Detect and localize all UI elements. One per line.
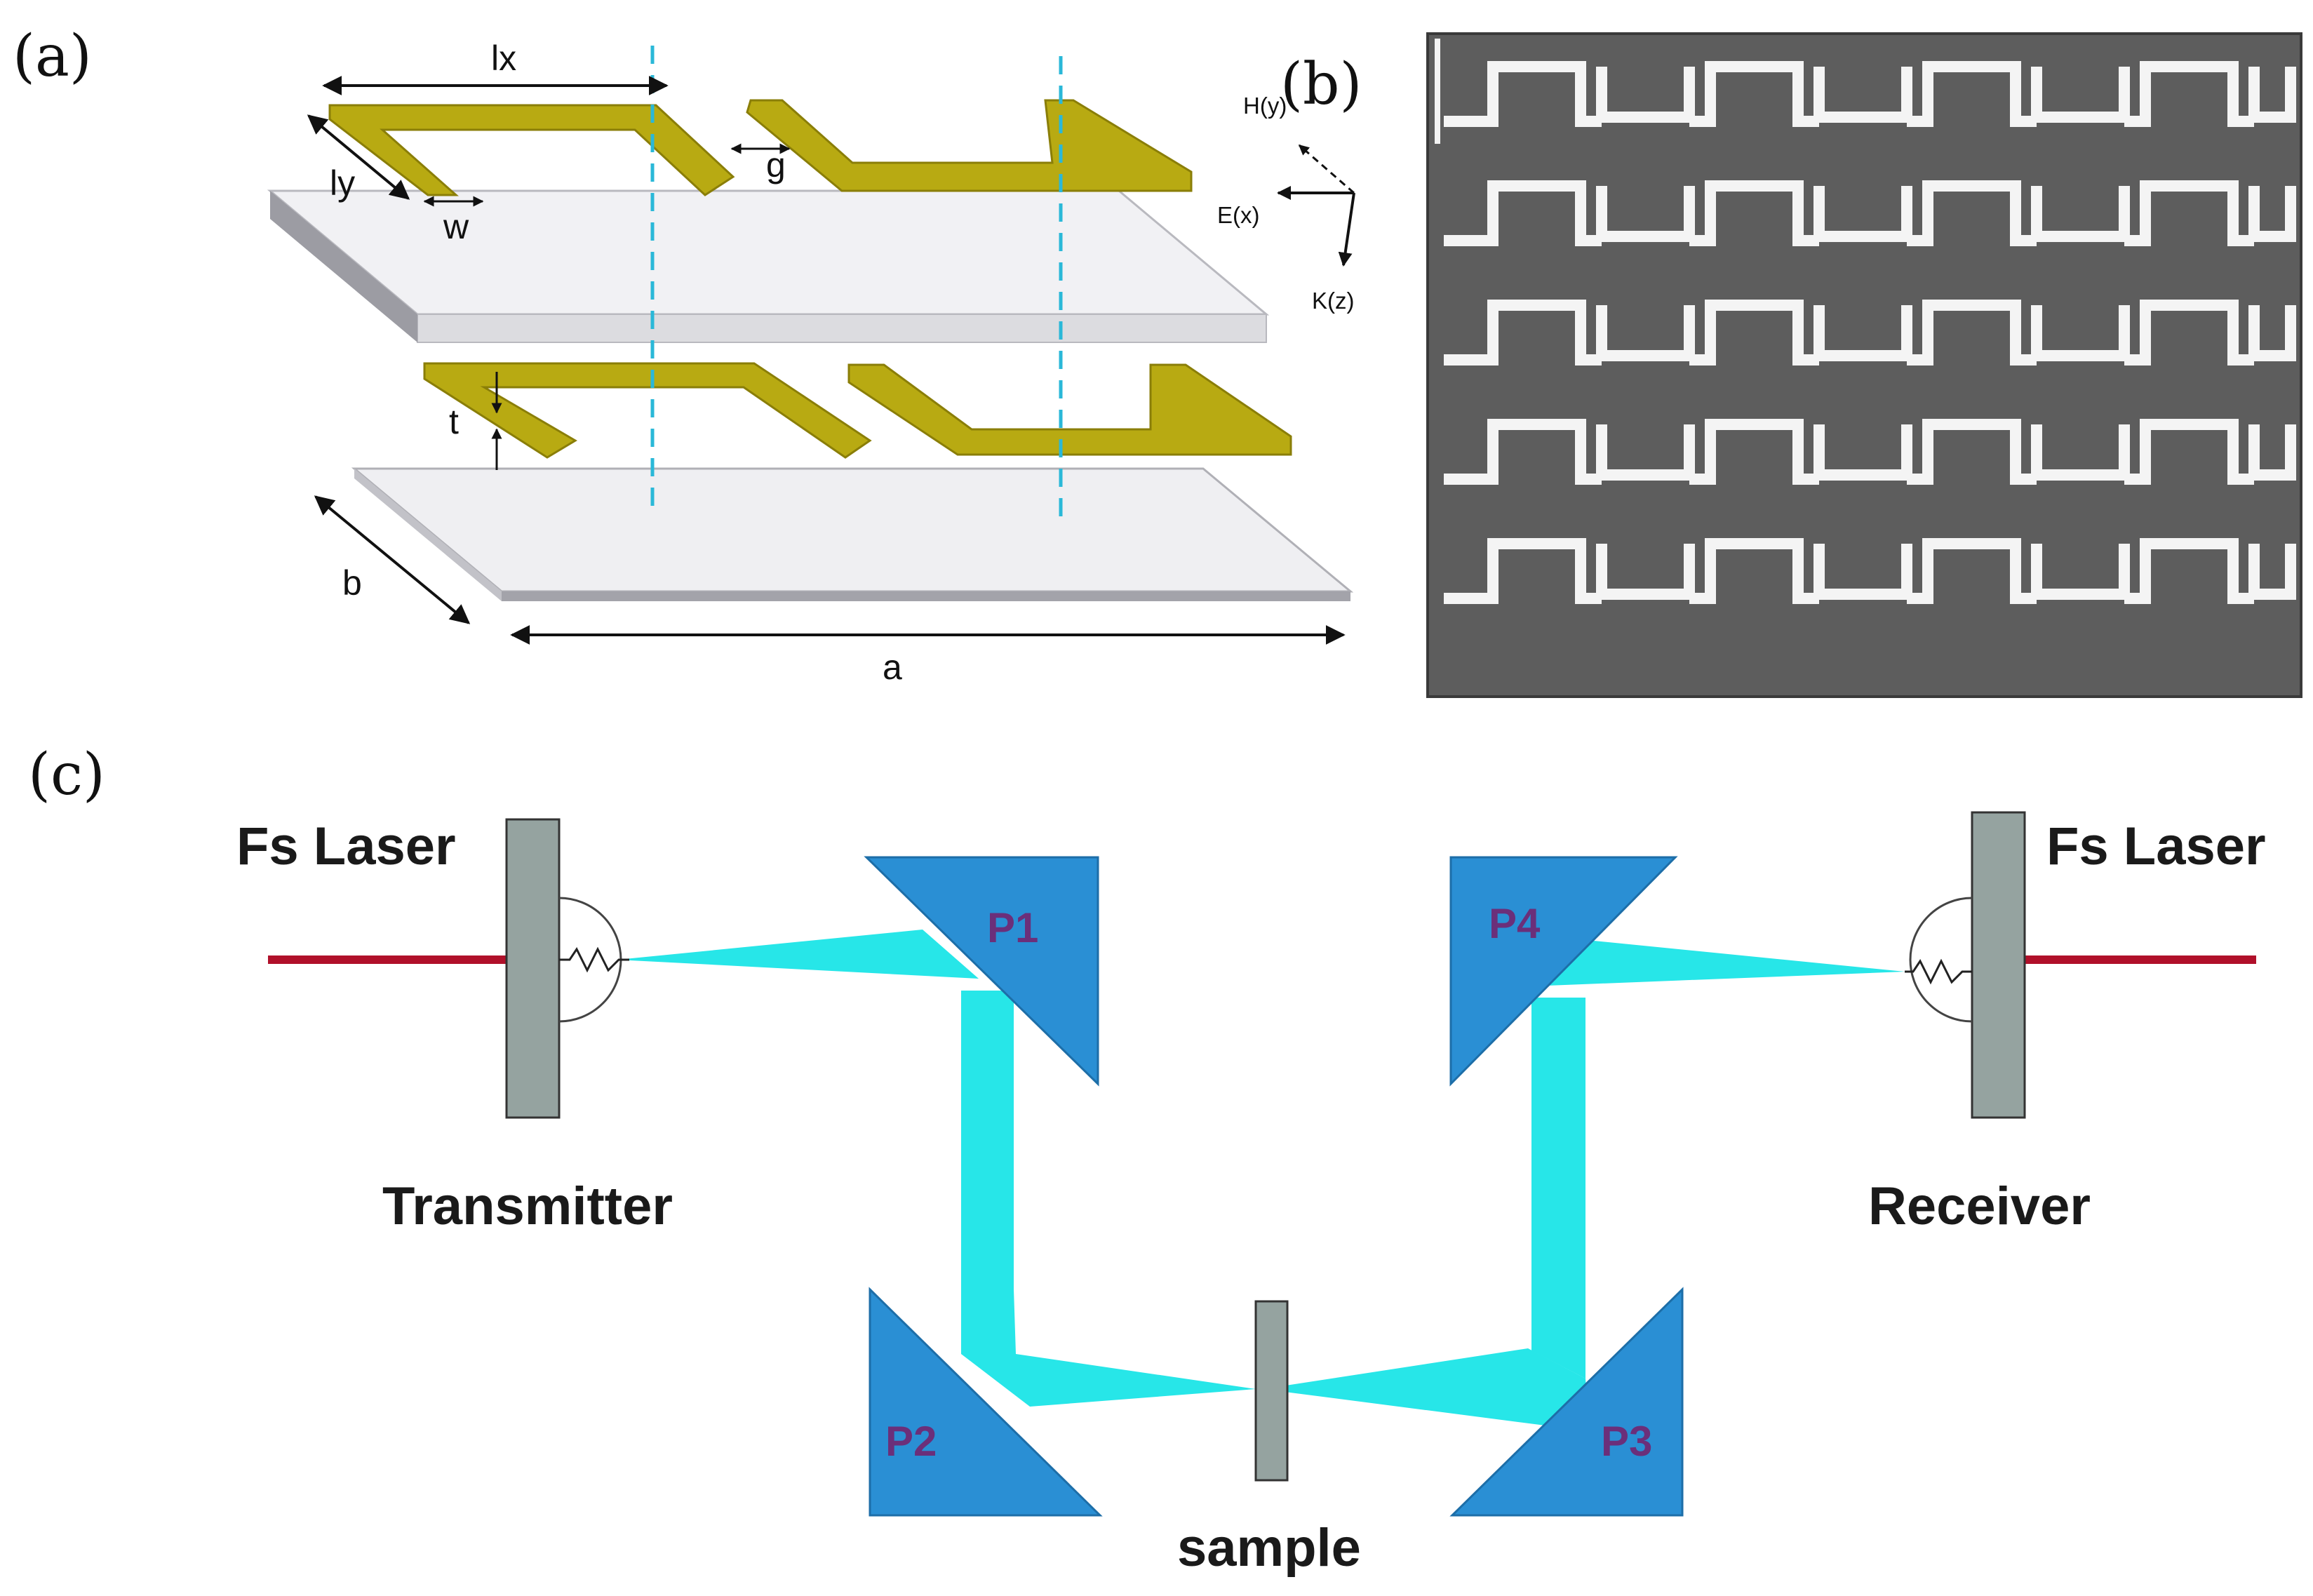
k-axis-label: K(z)	[1312, 288, 1355, 314]
receiver-photoconductive-switch-icon	[1905, 958, 1972, 985]
prism-p2	[869, 1287, 1103, 1517]
k-axis-arrow	[1338, 192, 1355, 267]
micrograph-background	[1426, 32, 2302, 698]
beam-segment	[961, 1289, 1256, 1407]
beam-segment	[617, 930, 979, 979]
prism-p2-label: P2	[885, 1418, 937, 1465]
upper-resonator-pair	[328, 99, 1193, 196]
lower-substrate	[351, 467, 1354, 601]
lx-label: lx	[491, 39, 516, 78]
panel-a: (a) lx ly w	[13, 23, 1355, 687]
laser-label-right: Fs Laser	[2046, 817, 2266, 876]
prism-p1	[864, 856, 1099, 1087]
field-axes: H(y) E(x) K(z)	[1217, 93, 1355, 314]
laser-label-left: Fs Laser	[236, 817, 456, 876]
panel-b: (b)	[1280, 32, 2302, 698]
transmitter-photoconductive-switch-icon	[559, 946, 629, 973]
transmitter-label: Transmitter	[382, 1176, 673, 1236]
b-arrow	[314, 495, 471, 624]
micrograph-scale-bar	[1435, 39, 1440, 144]
transmitter-block	[505, 818, 561, 1119]
beam-segment	[961, 991, 1014, 1289]
panel-c-label: (c)	[28, 742, 105, 808]
micrograph-array	[1444, 61, 2296, 604]
beam-segment	[1547, 940, 1905, 986]
beam-segment	[1263, 1348, 1589, 1431]
micrograph-resonator-row	[1444, 61, 2296, 127]
thz-beam-path	[617, 930, 1905, 1431]
g-label: g	[766, 145, 786, 185]
panel-c: (c) P1 P2 P3 P4 sample Fs Laser Transmit…	[28, 742, 2266, 1578]
a-label: a	[883, 648, 902, 687]
prism-p3-label: P3	[1601, 1418, 1652, 1465]
micrograph-resonator-row	[1444, 419, 2296, 485]
ly-arrow	[307, 114, 410, 200]
ly-label: ly	[330, 163, 355, 203]
sample-label: sample	[1177, 1518, 1361, 1578]
receiver-block	[1971, 811, 2026, 1119]
b-label: b	[342, 563, 362, 603]
w-label: w	[443, 207, 469, 246]
upper-substrate	[267, 189, 1270, 343]
micrograph-resonator-row	[1444, 180, 2296, 246]
prism-p4	[1449, 856, 1678, 1087]
prism-p1-label: P1	[987, 904, 1038, 951]
h-axis-arrow	[1298, 144, 1355, 194]
prism-p4-label: P4	[1489, 900, 1541, 947]
beam-segment	[1531, 998, 1585, 1379]
h-axis-label: H(y)	[1243, 93, 1287, 119]
t-label: t	[449, 402, 459, 441]
receiver-label: Receiver	[1868, 1176, 2091, 1236]
receiver-antenna-icon	[1909, 897, 1973, 1023]
panel-b-label: (b)	[1280, 51, 1362, 118]
micrograph-resonator-row	[1444, 300, 2296, 366]
e-axis-label: E(x)	[1217, 202, 1260, 228]
lower-resonator-pair	[423, 362, 1292, 459]
sample-slab	[1254, 1300, 1289, 1482]
panel-a-label: (a)	[13, 23, 92, 90]
prism-p3	[1449, 1287, 1684, 1517]
micrograph-resonator-row	[1444, 538, 2296, 604]
